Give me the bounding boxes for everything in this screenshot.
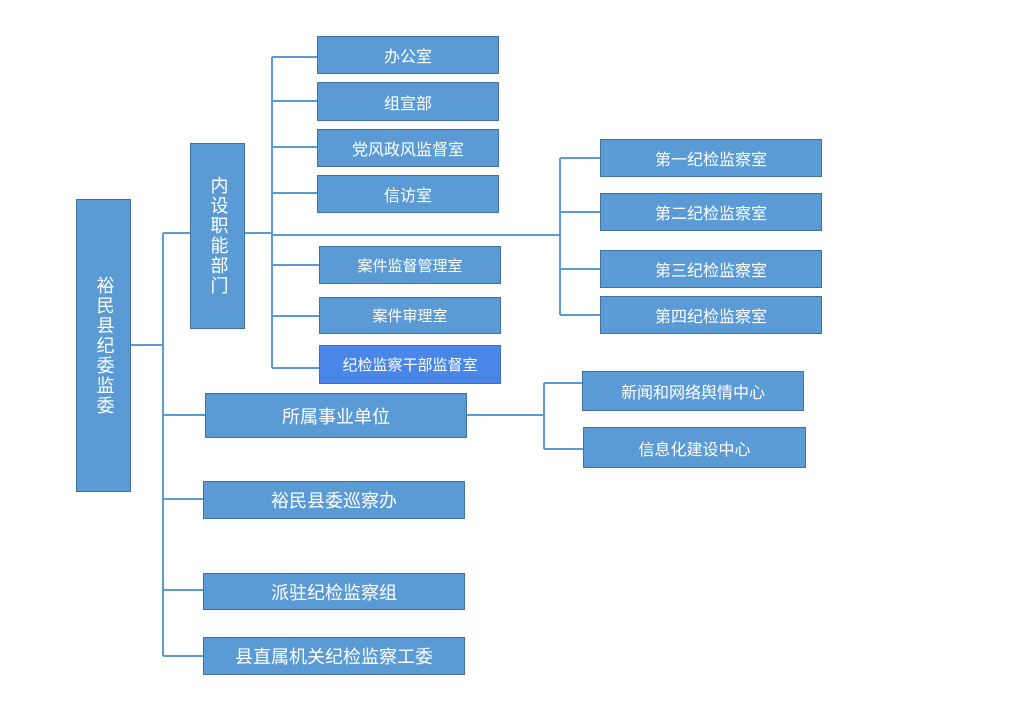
dept-label: 信访室 [383,186,432,205]
dept-party-conduct: 党风政风监督室 [317,129,499,167]
dept-organization-publicity: 组宣部 [317,82,499,121]
inspection-room-label: 第二纪检监察室 [654,204,767,223]
root-node: 裕民县纪委监委 [76,199,131,492]
inspection-room-4: 第四纪检监察室 [600,296,822,334]
dept-label: 党风政风监督室 [351,140,464,159]
dept-label: 纪检监察干部监督室 [342,356,478,374]
dept-label: 案件监督管理室 [357,256,463,275]
root-label: 裕民县纪委监委 [93,275,115,416]
dept-label: 案件审理室 [372,307,448,325]
dept-office: 办公室 [317,36,499,74]
internal-dept-node: 内设职能部门 [190,143,245,329]
inspection-room-label: 第一纪检监察室 [654,150,767,169]
dept-label: 组宣部 [383,93,432,113]
dept-case-supervision: 案件监督管理室 [319,246,501,284]
unit-label: 新闻和网络舆情中心 [620,383,765,402]
dept-petition: 信访室 [317,175,499,213]
branch-label: 派驻纪检监察组 [271,582,397,604]
inspection-room-3: 第三纪检监察室 [600,250,822,288]
affiliated-units-label: 所属事业单位 [282,406,390,428]
unit-news-center: 新闻和网络舆情中心 [582,371,804,411]
dept-cadre-supervision: 纪检监察干部监督室 [319,345,501,384]
affiliated-units-node: 所属事业单位 [205,393,467,438]
branch-label: 裕民县委巡察办 [271,491,397,512]
dept-case-review: 案件审理室 [319,297,501,334]
inspection-room-label: 第三纪检监察室 [654,261,767,280]
inspection-office-node: 裕民县委巡察办 [203,481,465,519]
inspection-room-2: 第二纪检监察室 [600,193,822,231]
inspection-room-1: 第一纪检监察室 [600,139,822,177]
unit-info-center: 信息化建设中心 [583,427,806,468]
inspection-room-label: 第四纪检监察室 [654,307,767,326]
branch-label: 县直属机关纪检监察工委 [235,647,433,668]
dispatched-group-node: 派驻纪检监察组 [203,573,465,610]
unit-label: 信息化建设中心 [638,439,751,459]
internal-dept-label: 内设职能部门 [207,176,229,296]
dept-label: 办公室 [383,47,432,66]
organs-work-committee-node: 县直属机关纪检监察工委 [203,637,465,675]
